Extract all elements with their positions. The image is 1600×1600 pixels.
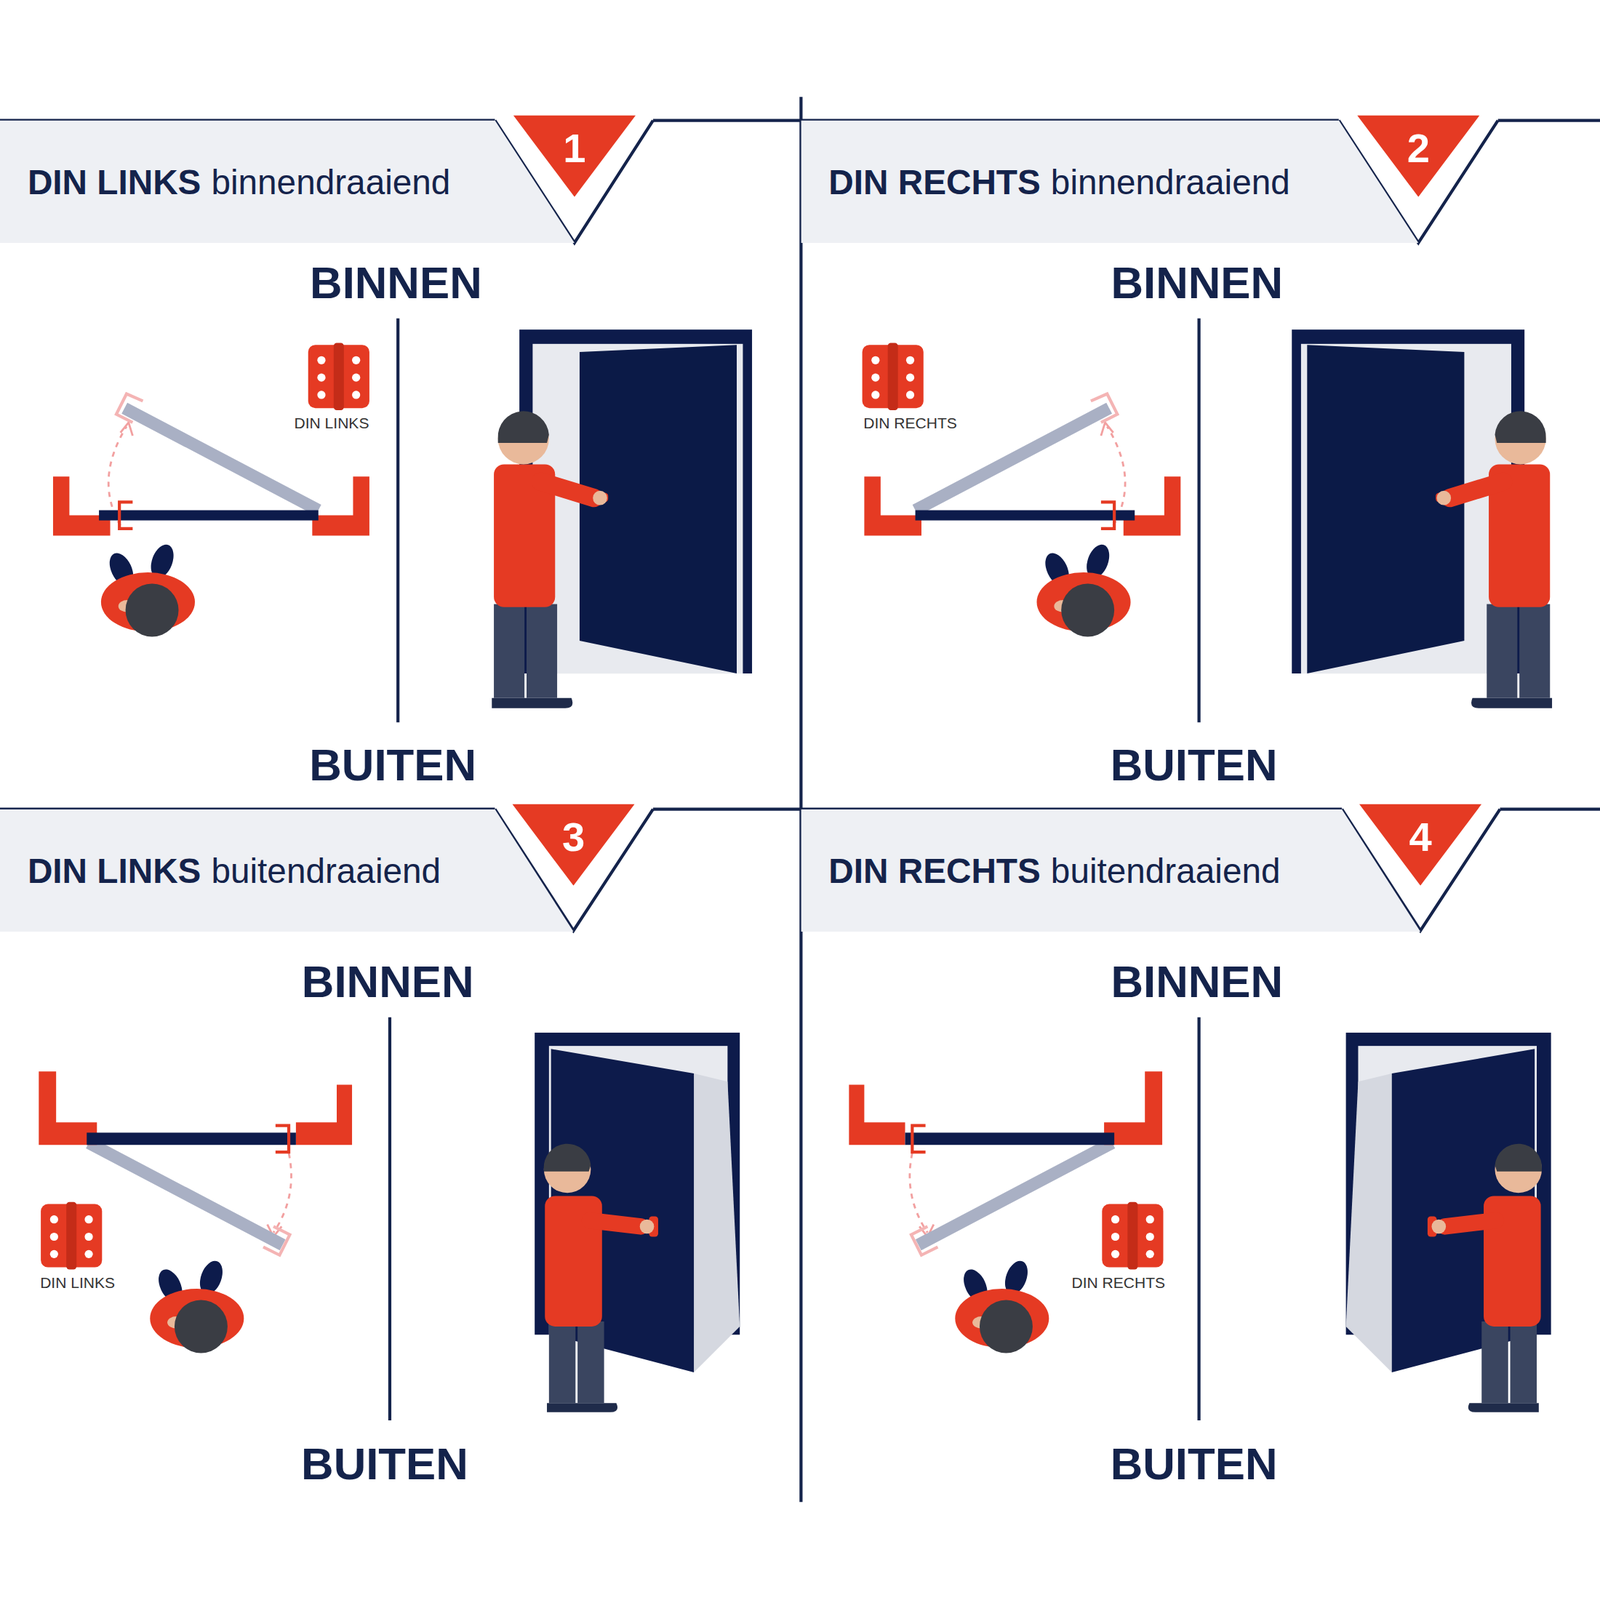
person-top-view	[954, 1257, 1049, 1353]
door-type: DIN LINKS	[27, 161, 202, 202]
header-band: DIN RECHTSbinnendraaiend	[800, 120, 1419, 243]
side-label: BINNEN	[301, 956, 475, 1008]
hinge-label: DIN LINKS	[40, 1274, 115, 1292]
header-band: DIN LINKSbuitendraaiend	[0, 809, 574, 932]
callout-number: 4	[1359, 814, 1482, 860]
side-label: BUITEN	[1110, 1438, 1278, 1490]
side-label: BUITEN	[1110, 739, 1278, 791]
side-label: BUITEN	[309, 739, 477, 791]
hinge-icon	[40, 1202, 102, 1270]
swing-direction: binnendraaiend	[1050, 161, 1291, 202]
callout-number: 2	[1357, 125, 1480, 171]
door-elevation	[1291, 329, 1552, 709]
number-badge: 1	[513, 115, 636, 198]
side-label: BINNEN	[1110, 257, 1283, 309]
floor-plan	[53, 394, 370, 536]
side-label: BINNEN	[309, 257, 483, 309]
hinge-label: DIN RECHTS	[863, 413, 958, 432]
hinge-icon	[1101, 1202, 1163, 1270]
swing-direction: buitendraaiend	[1050, 850, 1281, 891]
person-top-view	[149, 1257, 244, 1353]
door-elevation	[534, 1032, 740, 1413]
callout-number: 1	[513, 125, 636, 171]
door-type: DIN LINKS	[27, 850, 202, 891]
door-type: DIN RECHTS	[828, 850, 1041, 891]
side-label: BINNEN	[1110, 956, 1283, 1008]
side-label: BUITEN	[301, 1438, 469, 1490]
hinge-label: DIN RECHTS	[1071, 1274, 1166, 1292]
door-elevation	[491, 329, 752, 709]
callout-number: 3	[512, 814, 635, 860]
door-elevation	[1346, 1032, 1552, 1413]
number-badge: 3	[512, 804, 635, 886]
number-badge: 2	[1357, 115, 1480, 198]
hinge-icon	[862, 342, 924, 411]
swing-direction: buitendraaiend	[210, 850, 441, 891]
header-band: DIN LINKSbinnendraaiend	[0, 120, 575, 243]
hinge-icon	[308, 342, 370, 411]
door-type: DIN RECHTS	[828, 161, 1041, 202]
hinge-label: DIN LINKS	[294, 413, 370, 432]
header-band: DIN RECHTSbuitendraaiend	[800, 809, 1421, 932]
panel-frame-lines	[0, 96, 1600, 1502]
person-top-view	[101, 541, 195, 637]
person-top-view	[1037, 541, 1131, 637]
number-badge: 4	[1359, 804, 1482, 886]
swing-direction: binnendraaiend	[210, 161, 451, 202]
